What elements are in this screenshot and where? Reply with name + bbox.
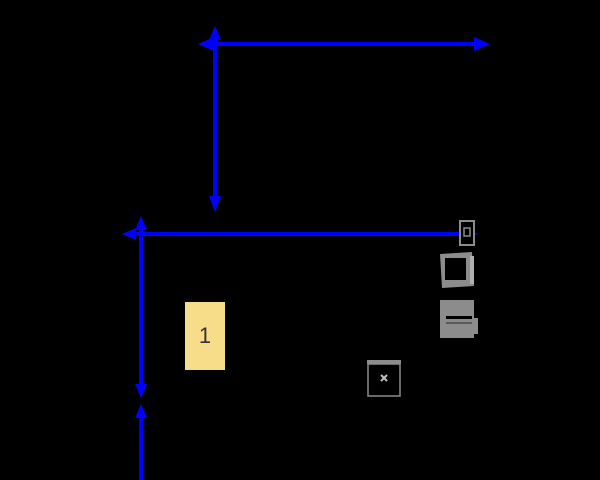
drawer-unit-icon — [440, 300, 478, 338]
arrowhead-down — [135, 384, 147, 398]
arrowhead-up — [135, 216, 147, 230]
number-marker: 1 — [185, 302, 225, 370]
arrowhead-right — [474, 37, 490, 51]
arrowhead-up — [135, 404, 147, 418]
socket-icon — [459, 220, 475, 246]
box-x-icon — [367, 360, 401, 397]
arrowhead-up — [209, 26, 221, 40]
arrowhead-left — [198, 37, 214, 51]
monitor-icon — [440, 252, 474, 288]
marker-label: 1 — [198, 323, 212, 348]
arrowhead-left — [122, 228, 136, 240]
arrowhead-down — [209, 196, 221, 212]
